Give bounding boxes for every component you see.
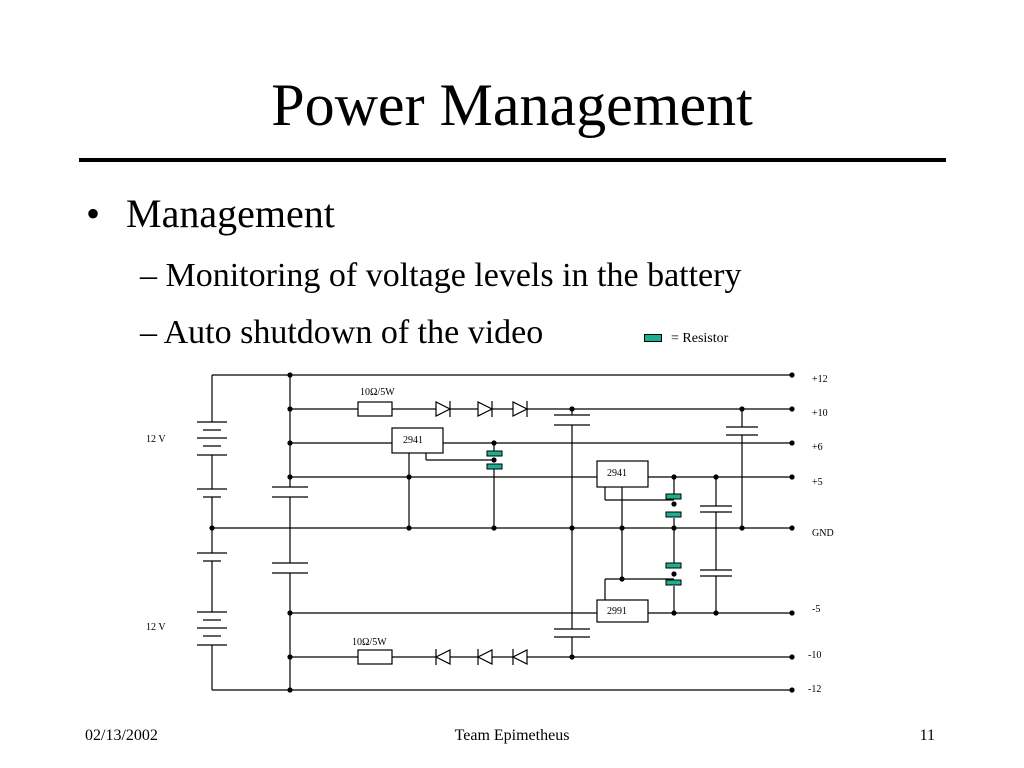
resistor-value-label: 10Ω/5W — [352, 637, 387, 648]
capacitor-icon — [726, 426, 758, 436]
title-divider — [79, 158, 946, 162]
bullet-icon: • — [86, 191, 101, 236]
battery-label: 12 V — [146, 622, 166, 633]
footer-page-number: 11 — [919, 727, 935, 744]
footer-team: Team Epimetheus — [454, 727, 570, 744]
rail-label-plus10: +10 — [812, 408, 828, 419]
junction-dots — [209, 372, 795, 693]
diode-icon — [434, 649, 451, 665]
rail-label-gnd: GND — [812, 528, 834, 539]
diode-icon — [511, 649, 528, 665]
sub-bullet-shutdown: – Auto shutdown of the video — [140, 314, 544, 351]
resistor-legend-icon — [644, 334, 662, 342]
resistor-icon — [665, 579, 682, 586]
chip-label: 2991 — [607, 606, 627, 617]
resistor-icon — [665, 493, 682, 500]
capacitor-icon — [700, 505, 732, 513]
chip-2991 — [596, 599, 649, 623]
slide-title: Power Management — [271, 72, 753, 138]
rail-label-plus12: +12 — [812, 374, 828, 385]
resistor-value-label: 10Ω/5W — [360, 387, 395, 398]
circuit-wires — [211, 374, 792, 691]
capacitor-icon — [272, 486, 308, 498]
sub-bullet-monitoring: – Monitoring of voltage levels in the ba… — [140, 257, 742, 294]
resistor-icon — [665, 511, 682, 518]
rail-label-minus10: -10 — [808, 650, 821, 661]
diode-icon — [476, 649, 493, 665]
power-resistor-icon — [357, 649, 393, 665]
battery-icon — [197, 421, 227, 562]
rail-label-minus12: -12 — [808, 684, 821, 695]
battery-label: 12 V — [146, 434, 166, 445]
capacitor-icon — [272, 562, 308, 574]
diode-icon — [435, 401, 452, 417]
rail-label-plus5: +5 — [812, 477, 823, 488]
resistor-icon — [486, 450, 503, 457]
footer-date: 02/13/2002 — [85, 727, 158, 744]
battery-icon — [197, 611, 227, 646]
power-resistor-icon — [357, 401, 393, 417]
chip-2941-b — [596, 460, 649, 488]
resistor-legend-label: = Resistor — [671, 331, 729, 346]
chip-label: 2941 — [607, 468, 627, 479]
resistor-icon — [665, 562, 682, 569]
capacitor-icon — [554, 628, 590, 638]
bullet-management: Management — [126, 191, 335, 236]
capacitor-icon — [554, 414, 590, 426]
rail-label-minus5: -5 — [812, 604, 820, 615]
diode-icon — [512, 401, 529, 417]
rail-label-plus6: +6 — [812, 442, 823, 453]
chip-label: 2941 — [403, 435, 423, 446]
capacitor-icon — [700, 569, 732, 577]
diode-icon — [477, 401, 494, 417]
chip-2941-a — [391, 427, 444, 454]
resistor-icon — [486, 463, 503, 470]
